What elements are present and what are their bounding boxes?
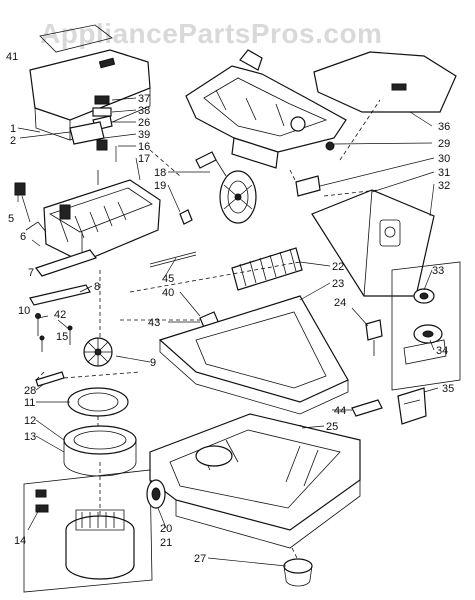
part-handle-housing: [185, 49, 347, 169]
part-connector: [365, 319, 383, 356]
part-filter-rings: [391, 261, 461, 391]
part-plate: [35, 371, 141, 387]
callout-40: 40: [162, 287, 174, 299]
part-fan: [83, 337, 113, 367]
callout-32: 32: [438, 180, 450, 192]
callout-31: 31: [438, 167, 450, 179]
callout-6: 6: [20, 231, 26, 243]
callout-17: 17: [138, 153, 150, 165]
callout-labels: 41 1 2 37 38 26 39 16 17 18 19 36 29 30 …: [6, 51, 454, 565]
part-wheel-20: [146, 479, 166, 509]
callout-43: 43: [148, 317, 160, 329]
callout-5: 5: [8, 213, 14, 225]
callout-35: 35: [442, 383, 454, 395]
callout-42: 42: [54, 309, 66, 321]
callout-41: 41: [6, 51, 18, 63]
callout-16: 16: [138, 141, 150, 153]
part-rod: [149, 251, 197, 268]
part-latch: [295, 175, 321, 197]
callout-33: 33: [432, 265, 444, 277]
callout-20: 20: [160, 523, 172, 535]
callout-12: 12: [24, 415, 36, 427]
part-bag-holder: [311, 189, 435, 297]
callout-18: 18: [154, 167, 166, 179]
callout-29: 29: [438, 138, 450, 150]
callout-36: 36: [438, 121, 450, 133]
callout-25: 25: [326, 421, 338, 433]
callout-13: 13: [24, 431, 36, 443]
callout-10: 10: [18, 305, 30, 317]
callout-23: 23: [332, 278, 344, 290]
callout-28: 28: [24, 385, 36, 397]
callout-14: 14: [14, 535, 26, 547]
callout-30: 30: [438, 153, 450, 165]
part-right-cover: [313, 51, 457, 113]
part-main-frame: [158, 295, 349, 415]
part-grille: [231, 247, 303, 291]
callout-37: 37: [138, 93, 150, 105]
part-caster: [283, 547, 313, 587]
callout-21: 21: [160, 537, 172, 549]
callout-27: 27: [194, 553, 206, 565]
part-base: [149, 413, 361, 549]
part-motor-housing: [35, 170, 161, 277]
part-screws: [35, 313, 73, 352]
callout-15: 15: [56, 331, 68, 343]
callout-22: 22: [332, 261, 344, 273]
callout-11: 11: [24, 397, 35, 409]
leader-lines: [17, 97, 439, 567]
callout-39: 39: [138, 129, 150, 141]
alignment-lines: [35, 99, 381, 516]
callout-19: 19: [154, 180, 166, 192]
part-bracket-right: [351, 387, 427, 425]
callout-9: 9: [150, 357, 156, 369]
callout-2: 2: [10, 135, 16, 147]
part-small-clip: [14, 182, 47, 233]
part-motor-rings: [63, 387, 137, 477]
callout-44: 44: [334, 405, 346, 417]
callout-34: 34: [436, 345, 448, 357]
watermark-text: AppliancePartsPros.com: [40, 18, 382, 49]
callout-1: 1: [10, 123, 16, 135]
part-bracket: [29, 284, 91, 306]
callout-38: 38: [138, 105, 150, 117]
callout-8: 8: [94, 281, 100, 293]
callout-26: 26: [138, 117, 150, 129]
callout-24: 24: [334, 297, 346, 309]
part-top-cover: [29, 24, 151, 141]
part-cord-reel: [179, 151, 257, 225]
callout-45: 45: [162, 273, 174, 285]
part-motor-box: [23, 469, 153, 593]
part-switch-assembly: [69, 95, 117, 162]
callout-7: 7: [28, 267, 34, 279]
